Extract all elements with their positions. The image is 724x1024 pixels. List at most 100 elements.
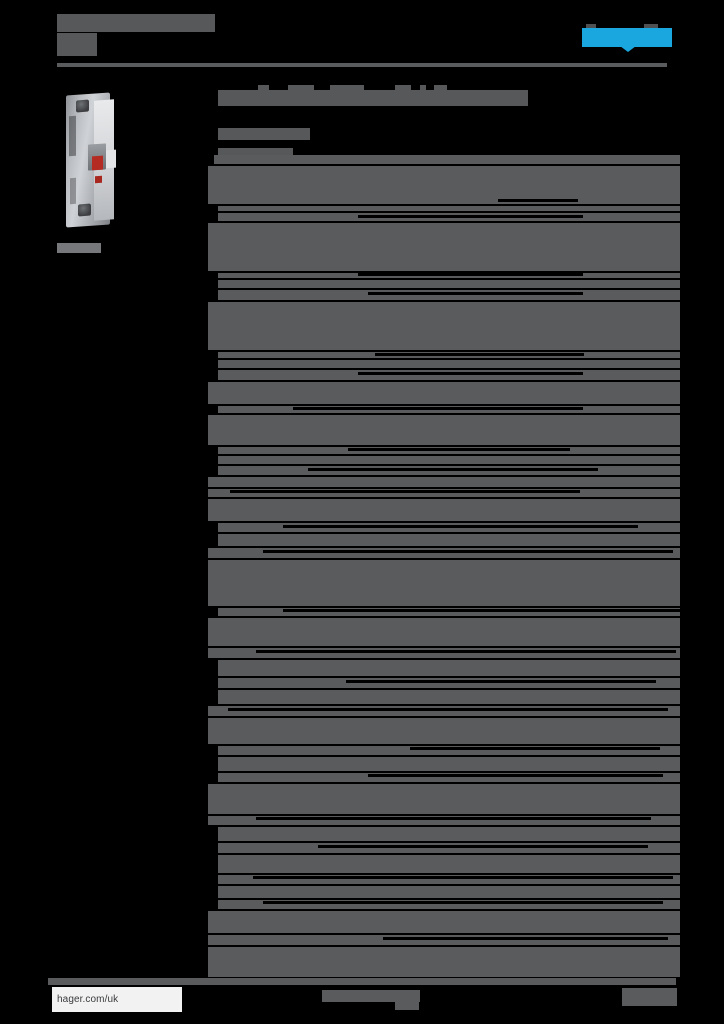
row-separator [208, 164, 680, 166]
table-row [218, 360, 680, 368]
leader-line [358, 273, 583, 276]
table-row [218, 370, 680, 380]
row-separator [208, 909, 680, 911]
leader-line [263, 901, 663, 904]
row-separator [208, 350, 680, 352]
mcb-terminal-screw-top [76, 99, 89, 113]
mcb-red-marker [95, 175, 102, 184]
row-separator [208, 521, 680, 523]
row-separator [208, 825, 680, 827]
table-row [218, 534, 680, 546]
footer-url-box[interactable]: hager.com/uk [52, 987, 182, 1012]
table-row [208, 560, 680, 606]
table-row [208, 648, 680, 658]
table-row [218, 773, 680, 782]
table-row [218, 900, 680, 909]
leader-line [368, 774, 663, 777]
table-row [218, 660, 680, 676]
leader-line [358, 372, 583, 375]
row-separator [208, 688, 680, 690]
leader-line [308, 468, 598, 471]
footer-divider [48, 978, 676, 985]
table-row [218, 206, 680, 211]
table-row [208, 784, 680, 814]
row-separator [208, 716, 680, 718]
row-separator [208, 300, 680, 302]
leader-line [253, 876, 673, 879]
leader-line [346, 680, 656, 683]
row-separator [208, 475, 680, 477]
table-row [218, 273, 680, 278]
row-separator [208, 413, 680, 415]
table-row [208, 911, 680, 933]
row-separator [208, 532, 680, 534]
header-divider [57, 63, 667, 67]
row-separator [208, 945, 680, 947]
product-photo [50, 88, 180, 238]
row-separator [208, 358, 680, 360]
table-row [218, 678, 680, 688]
table-row [218, 447, 680, 454]
title-ascender-1 [258, 85, 269, 91]
table-row [208, 302, 680, 350]
row-separator [208, 873, 680, 875]
logo-notch-icon [620, 46, 636, 52]
page-title-redacted [218, 90, 528, 106]
row-separator [208, 933, 680, 935]
row-separator [208, 558, 680, 560]
leader-line [358, 215, 583, 218]
row-separator [208, 658, 680, 660]
table-row [218, 290, 680, 300]
table-row [218, 843, 680, 853]
title-ascender-3 [330, 85, 364, 91]
leader-line [263, 550, 673, 553]
table-row [218, 855, 680, 873]
table-row [208, 166, 680, 204]
table-row [208, 548, 680, 558]
row-separator [208, 211, 680, 213]
specification-table [208, 155, 683, 977]
table-row [208, 223, 680, 271]
row-separator [208, 288, 680, 290]
row-separator [208, 487, 680, 489]
header-subtitle-redacted [57, 33, 97, 56]
row-separator [208, 546, 680, 548]
row-separator [208, 676, 680, 678]
table-row [208, 935, 680, 945]
logo-ascender-right [644, 24, 658, 30]
mcb-terminal-screw-bottom [78, 203, 91, 217]
table-row [218, 406, 680, 413]
table-row [208, 618, 680, 646]
leader-line [228, 708, 668, 711]
title-ascender-6 [434, 85, 447, 91]
table-row [218, 875, 680, 884]
row-separator [208, 221, 680, 223]
footer-center-redacted [322, 990, 420, 1002]
table-row [218, 456, 680, 464]
leader-line [283, 525, 638, 528]
table-row [218, 746, 680, 755]
table-row [218, 280, 680, 288]
leader-line [256, 650, 676, 653]
table-row [218, 608, 683, 616]
row-separator [208, 841, 680, 843]
leader-line [348, 448, 570, 451]
table-row [208, 382, 680, 404]
mcb-red-indicator [92, 155, 103, 171]
footer-page-number-redacted [395, 1002, 419, 1010]
title-ascender-4 [395, 85, 411, 91]
row-separator [208, 782, 680, 784]
title-ascender-2 [288, 85, 314, 91]
footer-url-text: hager.com/uk [57, 994, 119, 1005]
leader-line [256, 817, 651, 820]
row-separator [208, 445, 680, 447]
table-row [218, 757, 680, 771]
mcb-printed-label [69, 115, 76, 157]
title-ascender-5 [420, 85, 426, 91]
leader-line [498, 199, 578, 202]
table-row [208, 947, 680, 977]
row-separator [208, 771, 680, 773]
table-row [218, 827, 680, 841]
logo-wordmark [582, 28, 672, 47]
